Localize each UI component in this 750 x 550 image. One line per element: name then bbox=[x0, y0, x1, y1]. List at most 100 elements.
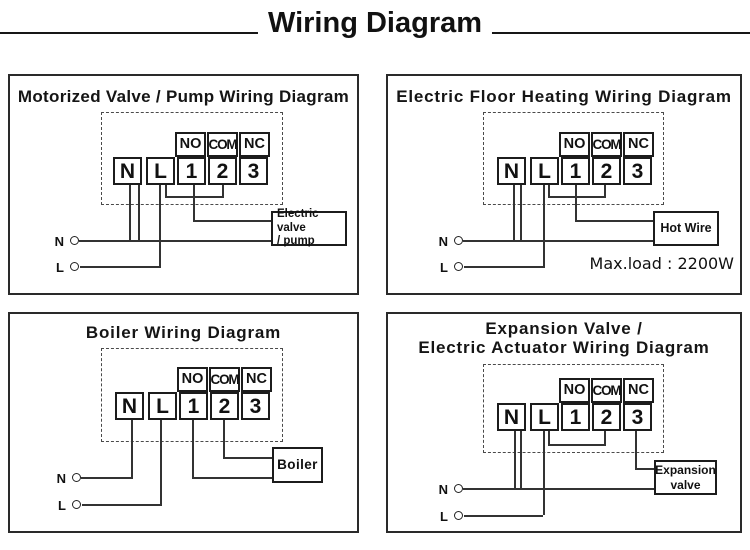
n-source-terminal bbox=[454, 484, 463, 493]
n-source-terminal bbox=[454, 236, 463, 245]
wire-nc-horizontal bbox=[635, 468, 654, 470]
thermostat-outline bbox=[483, 112, 664, 205]
terminal-row: N L 1 2 3 bbox=[497, 403, 652, 431]
jumper-left-segment bbox=[548, 185, 550, 196]
terminal-l: L bbox=[530, 157, 559, 185]
n-source-label: N bbox=[438, 482, 448, 497]
load-label-line1: Boiler bbox=[277, 456, 318, 472]
l-source-label: L bbox=[440, 509, 448, 524]
panel-boiler: Boiler Wiring Diagram NO COM NC N L 1 2 … bbox=[8, 312, 359, 533]
page-title: Wiring Diagram bbox=[257, 7, 493, 40]
load-label-line2: valve bbox=[670, 477, 701, 492]
hot-wire-box: Hot Wire bbox=[653, 211, 719, 246]
load-label-line1: Expansion bbox=[655, 462, 716, 477]
terminal-1: 1 bbox=[179, 392, 208, 420]
terminal-l: L bbox=[146, 157, 175, 185]
terminal-2: 2 bbox=[208, 157, 237, 185]
panel-title: Boiler Wiring Diagram bbox=[85, 323, 282, 342]
n-source-label: N bbox=[56, 471, 66, 486]
terminal-1: 1 bbox=[561, 157, 590, 185]
wire-l-horizontal bbox=[464, 515, 543, 517]
terminal-n: N bbox=[497, 157, 526, 185]
wire-n-vertical-1 bbox=[129, 185, 131, 240]
wire-n-vertical-2 bbox=[520, 431, 522, 488]
terminal-1: 1 bbox=[561, 403, 590, 431]
l-source-label: L bbox=[56, 260, 64, 275]
wire-l-vertical bbox=[543, 431, 545, 515]
terminal-row: N L 1 2 3 bbox=[113, 157, 268, 185]
wire-l-vertical bbox=[159, 185, 161, 268]
wire-no-vertical bbox=[575, 185, 577, 220]
jumper-bottom-segment bbox=[548, 444, 606, 446]
load-label-line1: Hot Wire bbox=[660, 221, 712, 235]
terminal-3: 3 bbox=[623, 403, 652, 431]
l-source-terminal bbox=[72, 500, 81, 509]
terminal-row: N L 1 2 3 bbox=[115, 392, 270, 420]
l-source-terminal bbox=[454, 262, 463, 271]
wire-l-horizontal bbox=[82, 504, 162, 506]
panel-title-line1: Expansion Valve / bbox=[485, 319, 643, 338]
relay-label-no: NO bbox=[177, 367, 208, 392]
terminal-2: 2 bbox=[210, 392, 239, 420]
panel-title: Electric Floor Heating Wiring Diagram bbox=[396, 87, 732, 106]
terminal-3: 3 bbox=[623, 157, 652, 185]
panel-title-line2: Electric Actuator Wiring Diagram bbox=[418, 338, 710, 357]
terminal-row: N L 1 2 3 bbox=[497, 157, 652, 185]
relay-label-row: NO COM NC bbox=[175, 132, 270, 157]
wire-n-vertical-2 bbox=[520, 185, 522, 240]
terminal-2: 2 bbox=[592, 403, 621, 431]
l-source-label: L bbox=[440, 260, 448, 275]
wire-no-horizontal bbox=[193, 220, 271, 222]
wire-com-vertical bbox=[223, 420, 225, 457]
relay-label-row: NO COM NC bbox=[177, 367, 272, 392]
panel-title: Motorized Valve / Pump Wiring Diagram bbox=[17, 87, 350, 106]
terminal-l: L bbox=[148, 392, 177, 420]
wire-n-horizontal bbox=[81, 477, 133, 479]
expansion-valve-box: Expansion valve bbox=[654, 460, 717, 495]
wire-n-vertical-1 bbox=[513, 185, 515, 240]
l-source-label: L bbox=[58, 498, 66, 513]
relay-label-com: COM bbox=[209, 367, 240, 392]
relay-label-no: NO bbox=[175, 132, 206, 157]
relay-label-nc: NC bbox=[623, 378, 654, 403]
jumper-right-segment bbox=[222, 185, 224, 196]
relay-label-nc: NC bbox=[239, 132, 270, 157]
boiler-box: Boiler bbox=[272, 447, 323, 483]
relay-label-com: COM bbox=[207, 132, 238, 157]
wire-n-vertical-1 bbox=[514, 431, 516, 488]
n-source-label: N bbox=[438, 234, 448, 249]
relay-label-com: COM bbox=[591, 132, 622, 157]
panel-expansion-valve-actuator: Expansion Valve / Electric Actuator Wiri… bbox=[386, 312, 742, 533]
wire-l-horizontal bbox=[80, 266, 159, 268]
wire-no-horizontal bbox=[192, 477, 272, 479]
l-source-terminal bbox=[454, 511, 463, 520]
relay-label-nc: NC bbox=[623, 132, 654, 157]
wire-no-vertical bbox=[193, 185, 195, 220]
wire-n-vertical bbox=[131, 420, 133, 477]
thermostat-outline bbox=[483, 364, 664, 453]
jumper-left-segment bbox=[548, 431, 550, 444]
wire-l-vertical bbox=[543, 185, 545, 268]
wire-n-horizontal bbox=[463, 240, 653, 242]
electric-valve-pump-box: Electric valve / pump bbox=[271, 208, 347, 248]
relay-label-com: COM bbox=[591, 378, 622, 403]
relay-label-no: NO bbox=[559, 378, 590, 403]
terminal-1: 1 bbox=[177, 157, 206, 185]
wire-no-vertical bbox=[192, 420, 194, 477]
terminal-2: 2 bbox=[592, 157, 621, 185]
panel-electric-floor-heating: Electric Floor Heating Wiring Diagram NO… bbox=[386, 74, 742, 295]
jumper-bottom-segment bbox=[548, 196, 606, 198]
wire-no-horizontal bbox=[575, 220, 653, 222]
terminal-3: 3 bbox=[241, 392, 270, 420]
load-label-line2: / pump bbox=[277, 235, 315, 248]
wire-n-horizontal bbox=[79, 240, 271, 242]
wire-n-horizontal bbox=[463, 488, 654, 490]
l-source-terminal bbox=[70, 262, 79, 271]
relay-label-row: NO COM NC bbox=[559, 378, 654, 403]
terminal-n: N bbox=[113, 157, 142, 185]
jumper-right-segment bbox=[604, 185, 606, 196]
relay-label-no: NO bbox=[559, 132, 590, 157]
jumper-left-segment bbox=[165, 185, 167, 196]
wire-com-horizontal bbox=[223, 457, 272, 459]
terminal-3: 3 bbox=[239, 157, 268, 185]
